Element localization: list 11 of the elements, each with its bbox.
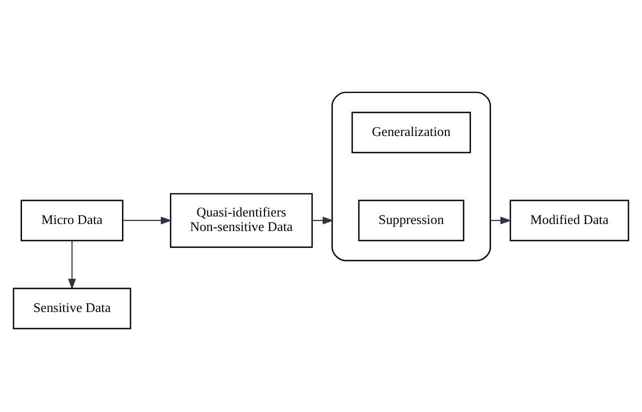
arrow	[68, 240, 76, 290]
node-box: Quasi-identifiers Non-sensitive Data	[170, 193, 313, 248]
node-box: Modified Data	[510, 200, 630, 242]
node-box: Generalization	[352, 112, 471, 154]
cluster	[331, 92, 491, 262]
arrow	[490, 216, 512, 224]
node-box: Suppression	[358, 200, 464, 242]
arrow	[122, 216, 172, 224]
node-box: Sensitive Data	[12, 288, 132, 330]
arrow	[312, 216, 334, 224]
node-box: Micro Data	[20, 200, 124, 242]
